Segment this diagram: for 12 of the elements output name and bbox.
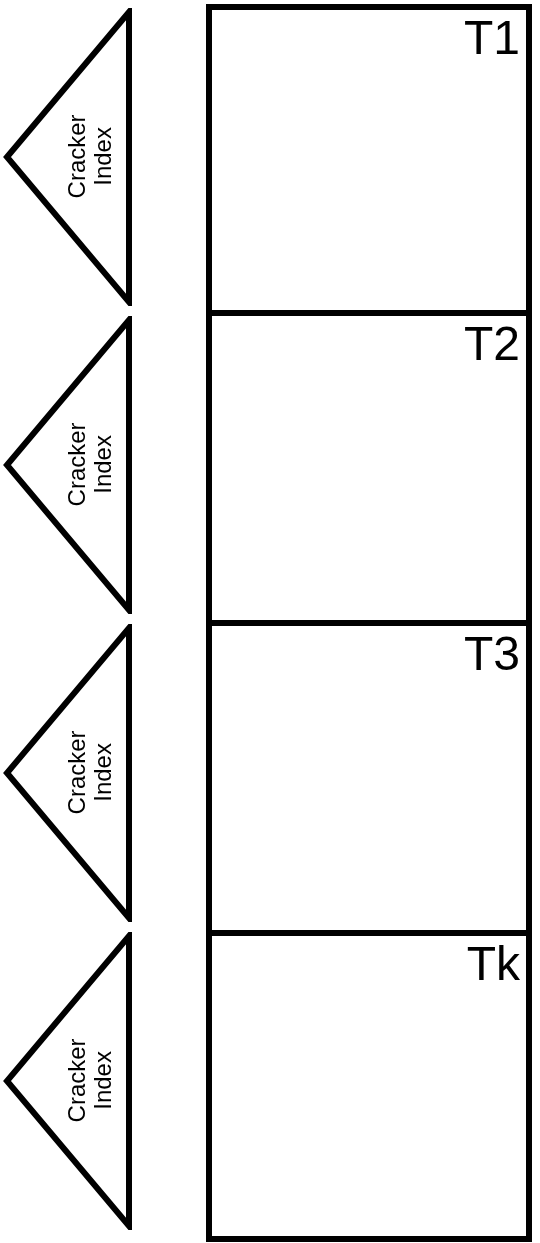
node-label: Cracker Index [63, 1037, 117, 1125]
triangle-node [2, 624, 134, 922]
triangle-node [2, 932, 134, 1230]
node-label: Cracker Index [63, 113, 117, 201]
node-label: T2 [464, 320, 520, 368]
node-label: T3 [464, 630, 520, 678]
triangle-node [2, 8, 134, 306]
node-label: Cracker Index [63, 729, 117, 817]
triangle-node [2, 316, 134, 614]
node-label: Tk [466, 940, 520, 988]
node-label: T1 [464, 14, 520, 62]
node-label: Cracker Index [63, 421, 117, 509]
